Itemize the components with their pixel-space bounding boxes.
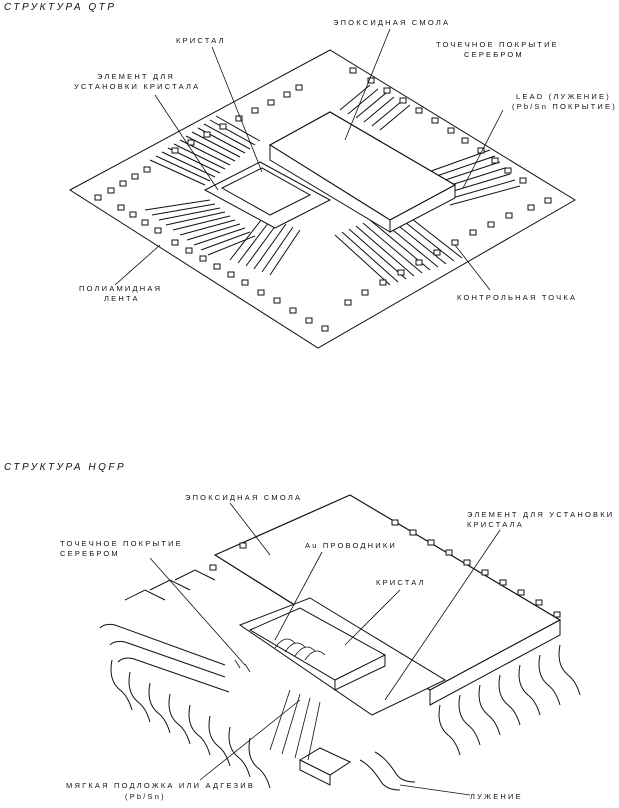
hqfp-label-soft-1: МЯГКАЯ ПОДЛОЖКА ИЛИ АДГЕЗИВ: [66, 781, 256, 790]
qtp-label-lead-2: (Pb/Sn ПОКРЫТИЕ): [512, 102, 617, 111]
hqfp-label-epoxy: ЭПОКСИДНАЯ СМОЛА: [185, 493, 303, 502]
hqfp-label-au: Au ПРОВОДНИКИ: [305, 541, 397, 550]
qtp-label-crystal: КРИСТАЛ: [176, 36, 226, 45]
qtp-section-title: СТРУКТУРА QTP: [4, 2, 117, 13]
hqfp-label-soft-2: (Pb/Sn): [125, 792, 166, 801]
qtp-label-silver-2: СЕРЕБРОМ: [464, 50, 524, 59]
qtp-label-mount-2: УСТАНОВКИ КРИСТАЛА: [74, 82, 201, 91]
qtp-label-lead-1: LEAD (ЛУЖЕНИЕ): [516, 92, 611, 101]
hqfp-section-title: СТРУКТУРА HQFP: [4, 462, 127, 473]
hqfp-label-crystal: КРИСТАЛ: [376, 578, 426, 587]
qtp-leads-right: [230, 85, 520, 285]
qtp-label-checkpoint: КОНТРОЛЬНАЯ ТОЧКА: [457, 293, 578, 302]
qtp-label-tape-1: ПОЛИАМИДНАЯ: [79, 284, 163, 293]
qtp-leads-left: [145, 116, 260, 255]
hqfp-label-mount-2: КРИСТАЛА: [467, 520, 524, 529]
hqfp-label-mount-1: ЭЛЕМЕНТ ДЛЯ УСТАНОВКИ: [467, 510, 615, 519]
qtp-epoxy-side-right: [390, 185, 455, 232]
qtp-label-mount-1: ЭЛЕМЕНТ ДЛЯ: [97, 72, 176, 81]
hqfp-label-silver-1: ТОЧЕЧНОЕ ПОКРЫТИЕ: [60, 539, 183, 548]
qtp-label-tape-2: ЛЕНТА: [104, 294, 140, 303]
qtp-label-silver-1: ТОЧЕЧНОЕ ПОКРЫТИЕ: [436, 40, 559, 49]
qtp-crystal: [222, 168, 310, 215]
qtp-label-epoxy: ЭПОКСИДНАЯ СМОЛА: [333, 18, 451, 27]
qtp-leader-lines: [115, 29, 503, 290]
qtp-pads: [95, 68, 551, 331]
hqfp-label-silver-2: СЕРЕБРОМ: [60, 549, 120, 558]
hqfp-label-tinning: ЛУЖЕНИЕ: [470, 792, 523, 801]
